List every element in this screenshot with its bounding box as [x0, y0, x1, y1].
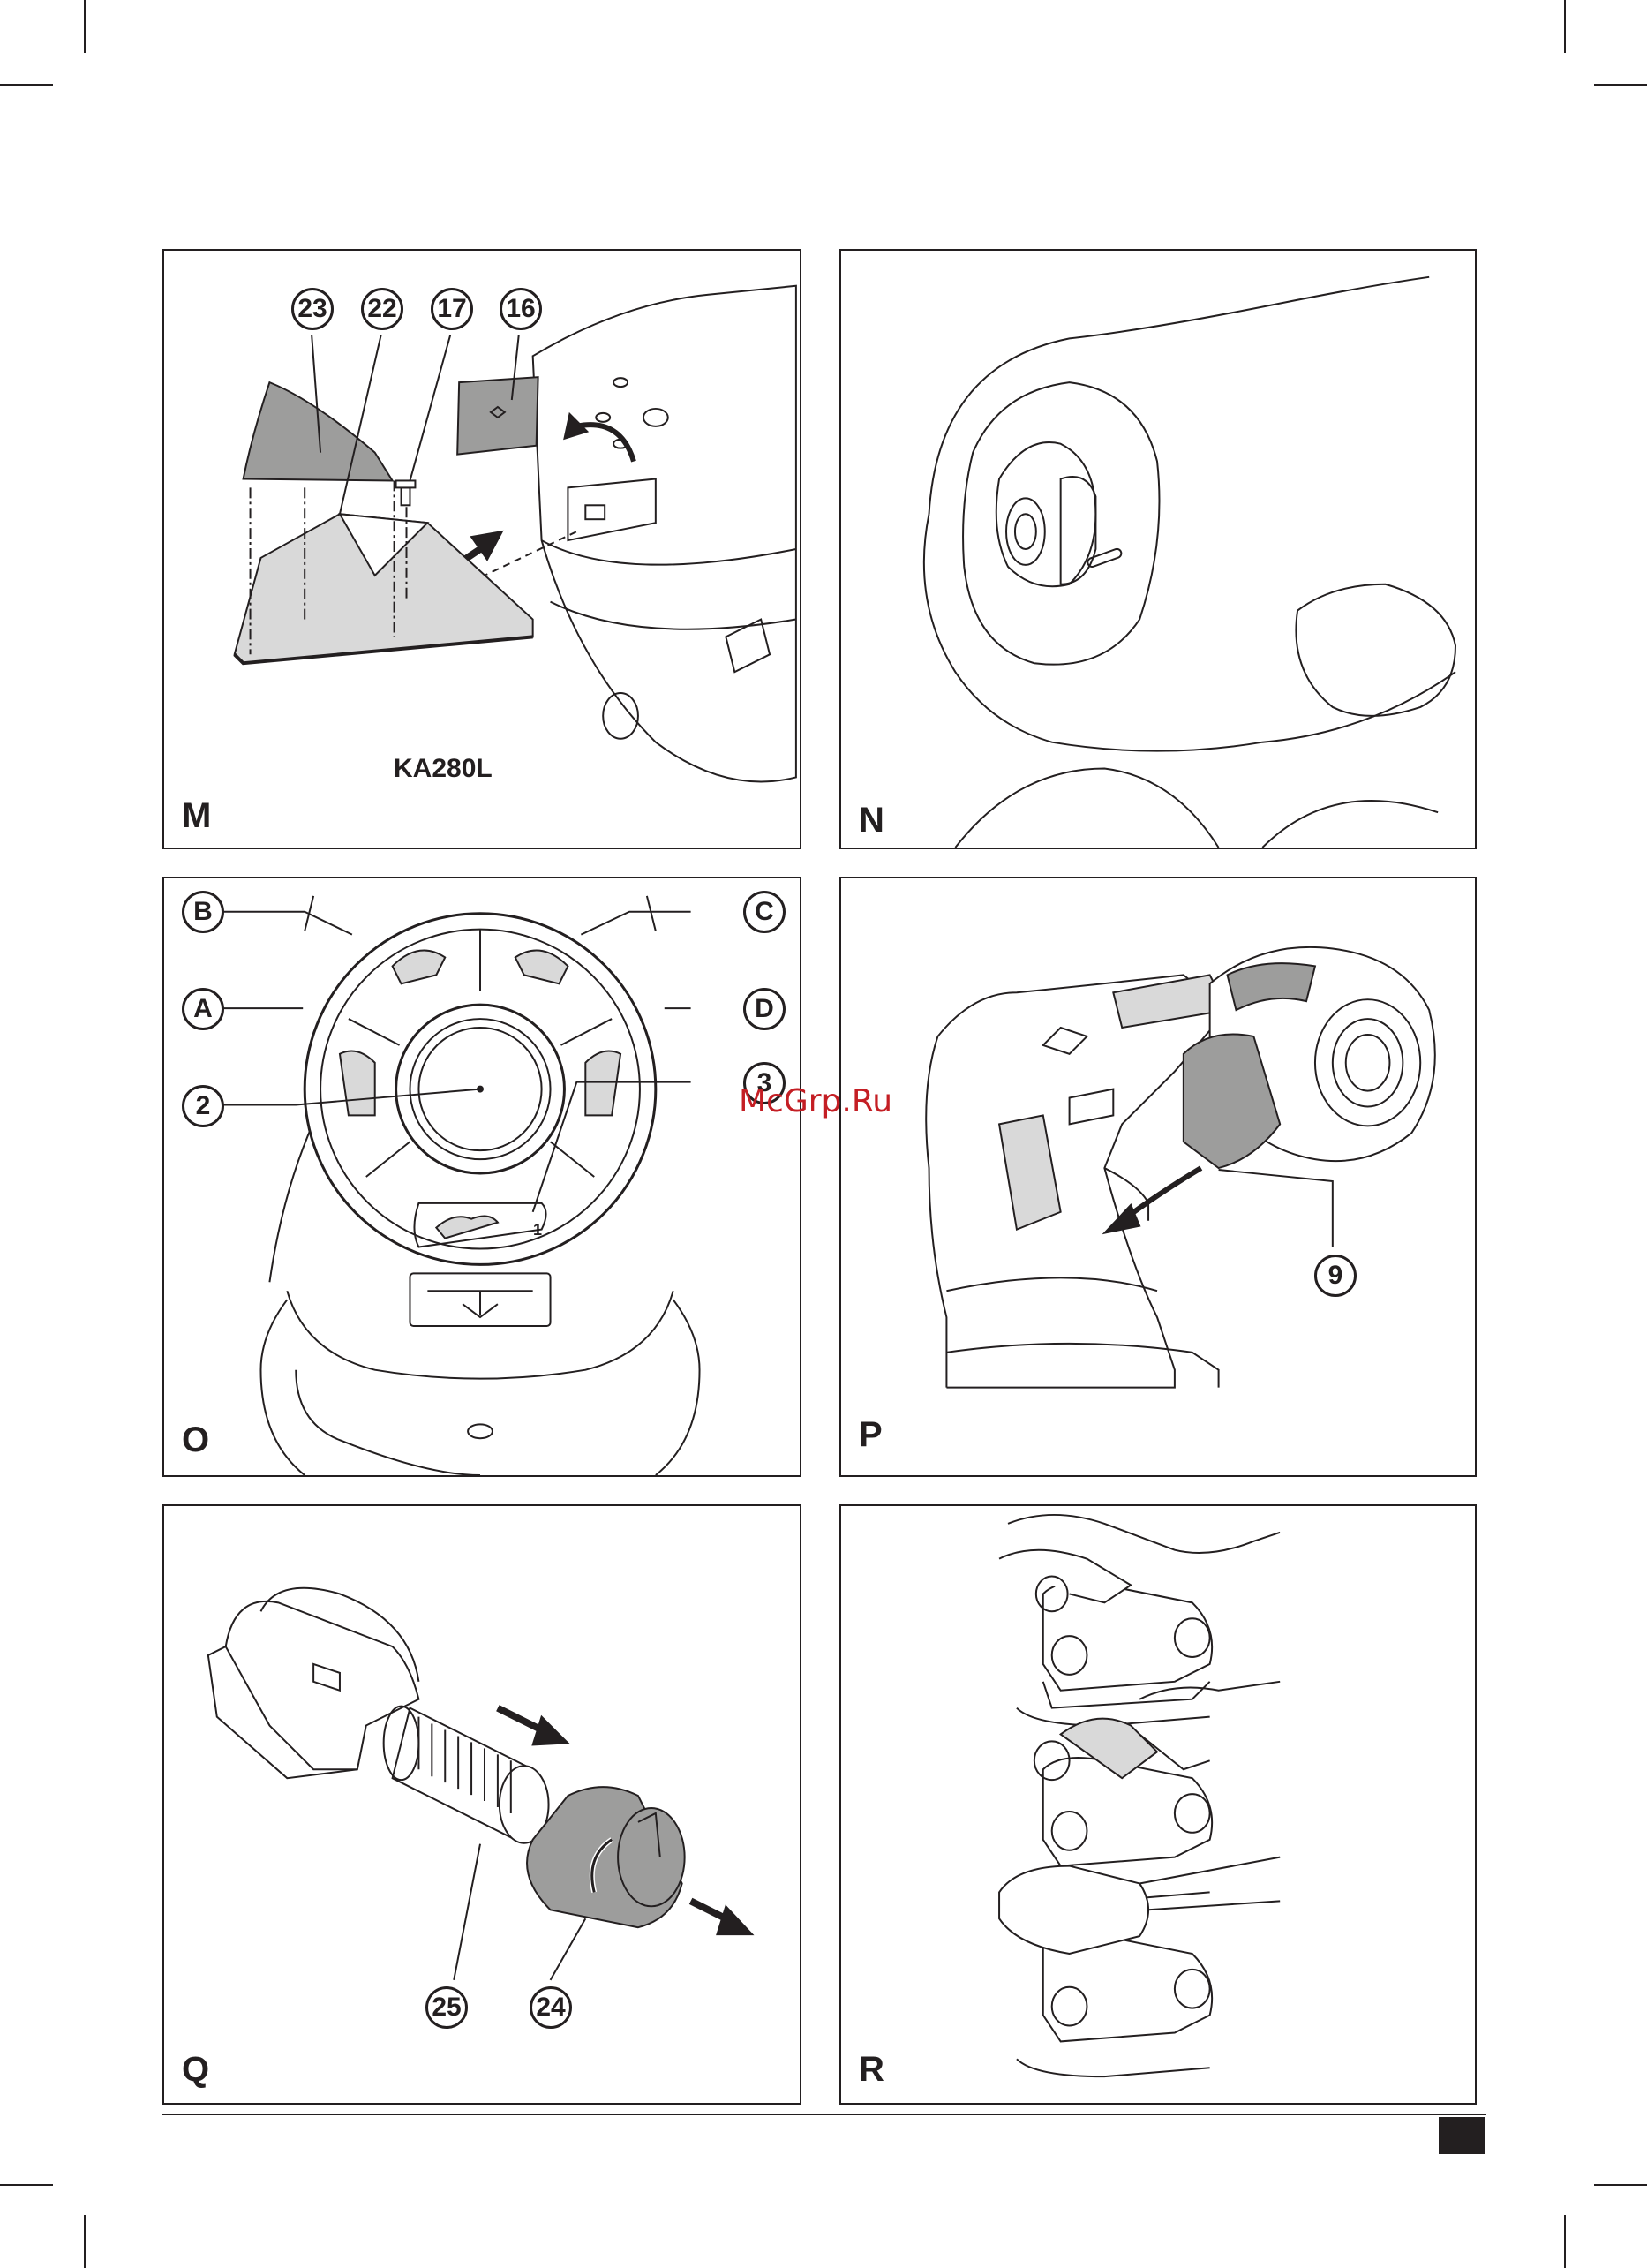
- panel-letter: N: [859, 802, 884, 838]
- figure-panel-q: 25 24 Q: [162, 1504, 801, 2105]
- callout-25: 25: [425, 1986, 468, 2029]
- footer-rule: [162, 2114, 1486, 2115]
- callout-16: 16: [500, 288, 542, 330]
- crop-mark: [0, 2184, 53, 2186]
- figure-panel-n: N: [839, 249, 1477, 849]
- callout-a: A: [182, 988, 224, 1030]
- panel-letter: P: [859, 1417, 883, 1452]
- watermark: McGrp.Ru: [739, 1083, 892, 1119]
- crop-mark: [84, 2215, 86, 2268]
- callout-22: 22: [361, 288, 403, 330]
- panel-letter: Q: [182, 2052, 209, 2087]
- figure-panel-p: McGrp.Ru 9 P: [839, 877, 1477, 1477]
- panel-letter: O: [182, 1422, 209, 1458]
- model-label: KA280L: [394, 754, 493, 784]
- plate-mark: 1: [533, 1221, 542, 1239]
- crop-mark: [1564, 2215, 1566, 2268]
- callout-b: B: [182, 891, 224, 933]
- crop-mark: [1564, 0, 1566, 53]
- callout-23: 23: [291, 288, 334, 330]
- figure-panel-r: R: [839, 1504, 1477, 2105]
- page-number-block: [1439, 2117, 1485, 2154]
- figure-panel-o: B C A D 2 3 1 O: [162, 877, 801, 1477]
- callout-2: 2: [182, 1085, 224, 1127]
- panel-letter: M: [182, 798, 211, 833]
- dust-canister-fitting-drawing: [841, 878, 1475, 1475]
- dust-container-selector-drawing: [164, 878, 800, 1475]
- crop-mark: [1594, 84, 1647, 86]
- filter-removal-drawing: [164, 1506, 800, 2103]
- callout-9: 9: [1314, 1255, 1357, 1297]
- callout-17: 17: [431, 288, 473, 330]
- callout-c: C: [743, 891, 786, 933]
- dust-port-outlet-drawing: [841, 251, 1475, 848]
- callout-24: 24: [530, 1986, 572, 2029]
- callout-d: D: [743, 988, 786, 1030]
- figure-panel-m: 23 22 17 16 KA280L M: [162, 249, 801, 849]
- panel-letter: R: [859, 2052, 884, 2087]
- hand-grip-positions-drawing: [841, 1506, 1475, 2103]
- crop-mark: [84, 0, 86, 53]
- crop-mark: [1594, 2184, 1647, 2186]
- crop-mark: [0, 84, 53, 86]
